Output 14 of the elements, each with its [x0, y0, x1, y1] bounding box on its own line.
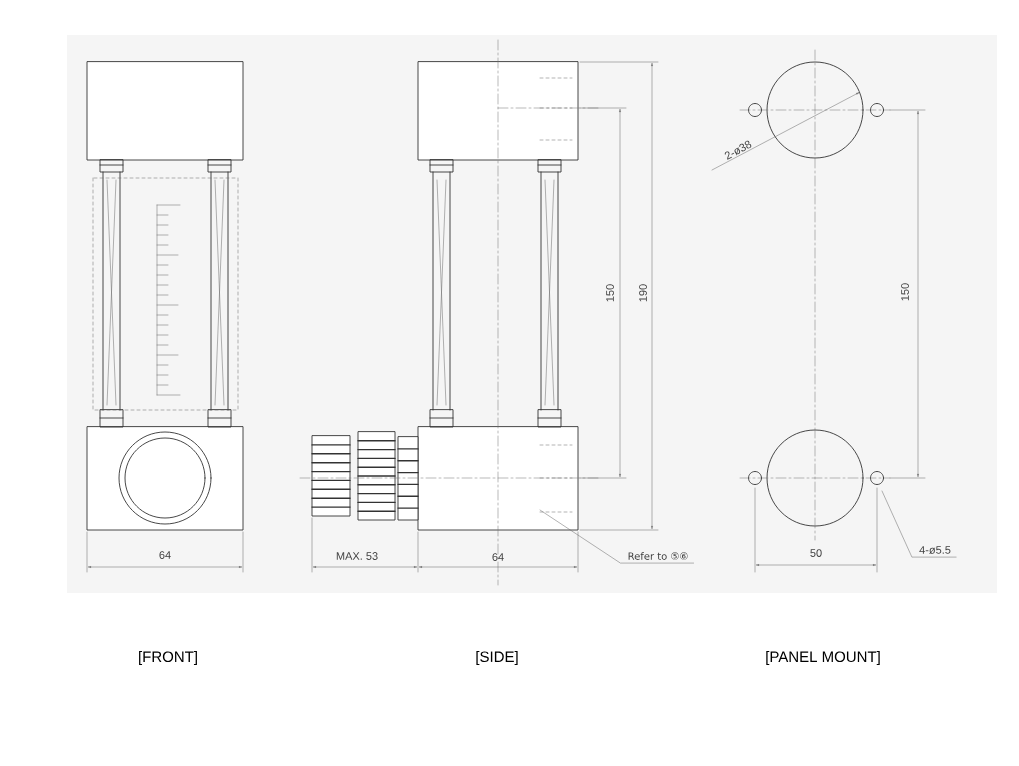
dimension-label: 64 [159, 551, 171, 559]
view-caption: [FRONT] [139, 651, 197, 665]
callout-text: 4-ø5.5 [919, 546, 951, 554]
leader-line [881, 490, 957, 558]
callout-text: Refer to ⑤⑥ [628, 552, 688, 560]
view-caption: [PANEL MOUNT] [766, 651, 880, 665]
dimension-label: 150 [606, 284, 614, 302]
dimension-label: 150 [901, 283, 909, 301]
dimension-label: MAX. 53 [336, 552, 378, 560]
view-caption: [SIDE] [476, 651, 518, 665]
dimension-label: 190 [639, 284, 647, 302]
dimension-label: 64 [492, 553, 504, 561]
dimension-label: 50 [810, 549, 822, 557]
leader-line [539, 509, 694, 564]
